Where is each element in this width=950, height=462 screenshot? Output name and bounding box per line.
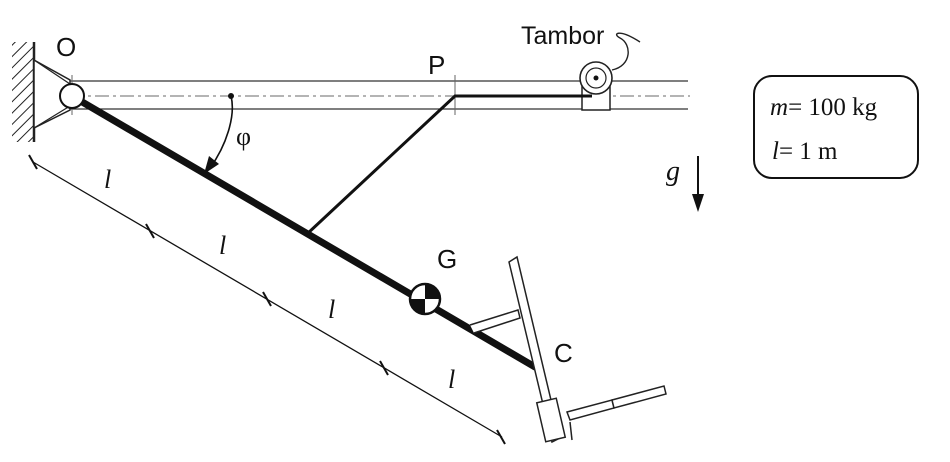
segment-label-2: l [219,231,226,260]
fixed-wall [12,42,36,142]
end-effector [469,255,667,444]
cable [305,94,592,236]
angle-marker [204,93,234,174]
label-gravity: g [666,156,680,187]
segment-label-3: l [328,295,335,324]
mass-parameter: m= 100 kg [770,94,878,121]
pivot-pin [59,83,85,109]
dimension-line [28,154,506,445]
length-symbol: l [772,138,779,165]
label-drum: Tambor [521,22,604,50]
segment-label-4: l [448,365,455,394]
center-of-mass-symbol [408,282,442,316]
parameter-box [753,75,919,179]
mass-value: = 100 kg [788,94,878,121]
gravity-arrow [692,156,704,212]
segment-label-1: l [104,165,111,194]
label-o: O [56,32,76,62]
length-value: = 1 m [779,138,838,165]
main-rod [68,92,539,371]
label-g: G [437,244,457,274]
pivot-bracket [33,58,71,130]
length-parameter: l= 1 m [772,138,838,165]
mass-symbol: m [770,94,788,121]
label-p: P [428,50,445,80]
label-c: C [554,338,573,368]
label-angle: φ [236,122,251,151]
